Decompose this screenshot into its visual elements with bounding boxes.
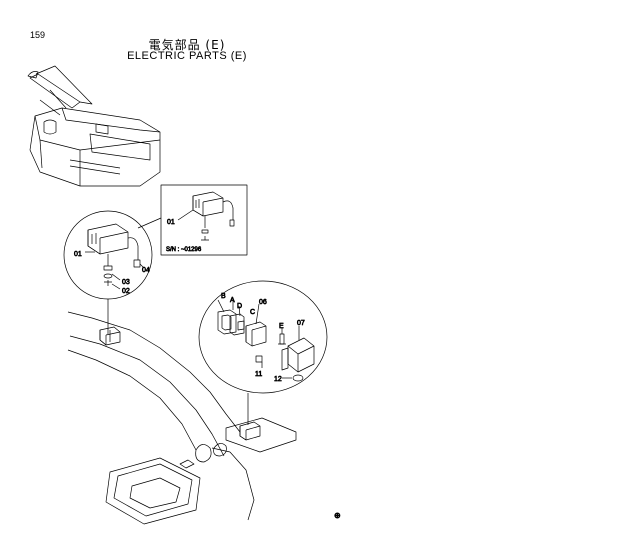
callout-A: A: [230, 297, 235, 304]
excavator-overview: [27, 65, 161, 187]
callout-01-left: 01: [74, 251, 82, 258]
page-title-english: ELECTRIC PARTS (E): [127, 50, 247, 62]
callout-12: 12: [274, 376, 282, 383]
callout-06: 06: [259, 299, 267, 306]
registration-mark: ⊕: [334, 511, 341, 520]
page-title-japanese: 電気部品 (E): [148, 38, 226, 52]
detail-circle-right: [198, 280, 328, 394]
machine-lower-frame: [67, 311, 297, 525]
callout-C: C: [250, 309, 255, 316]
callout-E: E: [279, 323, 284, 330]
callout-D: D: [237, 303, 242, 310]
serial-number-note: S/N : ~01296: [166, 247, 202, 253]
page-number: 159: [30, 30, 46, 40]
callout-01-inset: 01: [167, 219, 175, 226]
callout-04: 04: [142, 267, 150, 274]
callout-02: 02: [122, 288, 130, 295]
callout-03: 03: [122, 279, 130, 286]
callout-07: 07: [297, 320, 305, 327]
callout-B: B: [221, 293, 226, 300]
callout-11: 11: [255, 371, 262, 378]
inset-box-serial-variant: [160, 184, 248, 256]
